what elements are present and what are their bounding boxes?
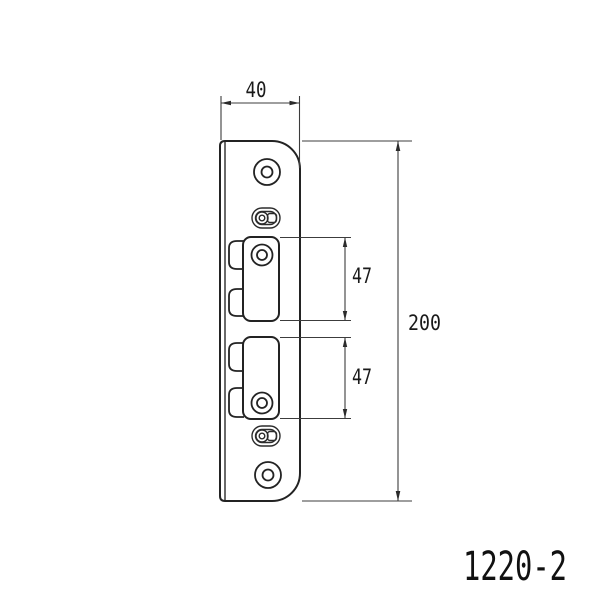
screw-hole-top [253, 158, 281, 186]
adjustment-slot-top [251, 207, 281, 229]
dimension-width-40: 40 [220, 78, 301, 168]
dim-label-lower-cutout: 47 [352, 365, 372, 389]
dimension-lower-cutout-47: 47 [280, 336, 372, 420]
dimension-upper-cutout-47: 47 [280, 236, 372, 322]
latch-hole-lower [250, 391, 274, 415]
latch-box-lower [242, 336, 280, 420]
dimension-height-200: 200 [302, 140, 441, 502]
latch-cutout-lower [228, 336, 280, 420]
screw-hole-bottom [254, 461, 282, 489]
dim-label-height: 200 [408, 311, 441, 335]
dim-label-width: 40 [246, 78, 267, 102]
latch-cutout-upper [228, 236, 280, 322]
latch-tab-upper-1 [228, 240, 244, 270]
dim-label-upper-cutout: 47 [352, 264, 372, 288]
latch-tab-lower-1 [228, 342, 244, 372]
adjustment-slot-bottom [251, 425, 281, 447]
latch-tab-lower-2-shaded [228, 387, 244, 418]
latch-tab-upper-2 [228, 288, 244, 317]
latch-hole-upper [250, 243, 274, 267]
part-number-label: 1220-2 [463, 544, 567, 590]
